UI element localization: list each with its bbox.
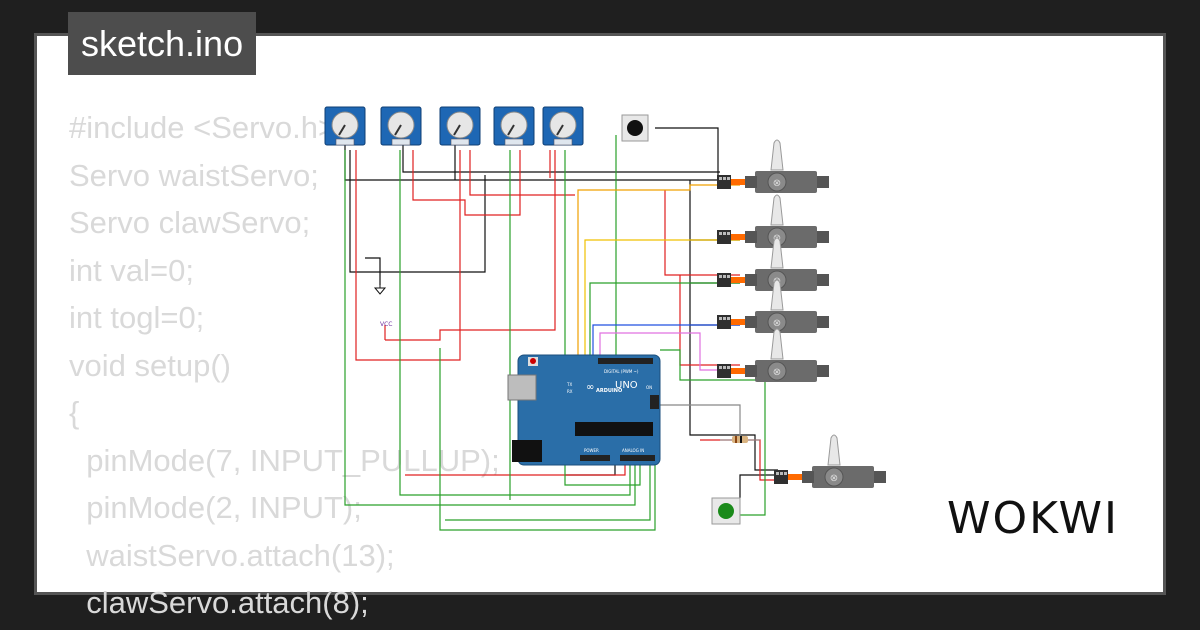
- code-preview: #include <Servo.h> Servo waistServo; Servo…: [69, 104, 500, 627]
- code-line: pinMode(2, INPUT);: [69, 490, 362, 525]
- filename-badge: sketch.ino: [68, 12, 257, 75]
- potentiometer-1: [324, 106, 366, 146]
- potentiometer-5: [542, 106, 584, 146]
- code-line: Servo waistServo;: [69, 157, 319, 193]
- pushbutton-green: [711, 497, 741, 525]
- code-line: waistServo.attach(13);: [69, 537, 395, 573]
- uno-label: UNO: [615, 380, 638, 391]
- power-label: POWER: [584, 448, 599, 453]
- code-line: void setup(): [69, 347, 231, 383]
- arduino-uno-board: DIGITAL (PWM ~) ARDUINO UNO ∞ TX RX ON P…: [507, 354, 661, 466]
- preview-card: #include <Servo.h> Servo waistServo; Servo…: [34, 33, 1166, 620]
- code-line: pinMode(7, INPUT_PULLUP);: [69, 442, 500, 478]
- code-line: int togl=0;: [69, 300, 205, 335]
- potentiometer-3: [439, 106, 481, 146]
- wokwi-logo: WOKWI: [947, 493, 1119, 544]
- code-line: int val=0;: [69, 252, 194, 288]
- vcc-label: VCC: [380, 321, 392, 328]
- ground-symbol: [373, 285, 387, 295]
- potentiometer-2: [380, 106, 422, 146]
- wokwi-logo-text: WOKWI: [947, 493, 1119, 544]
- servo-6: [773, 434, 887, 489]
- code-line: clawServo.attach(8);: [69, 585, 369, 620]
- code-line: Servo clawServo;: [69, 205, 311, 240]
- arduino-label: ARDUINO: [596, 388, 622, 394]
- analog-label: ANALOG IN: [622, 448, 644, 453]
- infinity-logo-icon: ∞: [586, 382, 594, 393]
- rx-label: RX: [567, 389, 573, 394]
- servo-5: [716, 328, 830, 383]
- resistor: [720, 436, 760, 443]
- code-line: #include <Servo.h>: [69, 110, 337, 145]
- pushbutton-top: [621, 114, 649, 142]
- on-label: ON: [646, 385, 652, 390]
- digital-label: DIGITAL (PWM ~): [604, 369, 639, 374]
- tx-label: TX: [566, 382, 572, 387]
- potentiometer-4: [493, 106, 535, 146]
- code-line: {: [69, 395, 80, 430]
